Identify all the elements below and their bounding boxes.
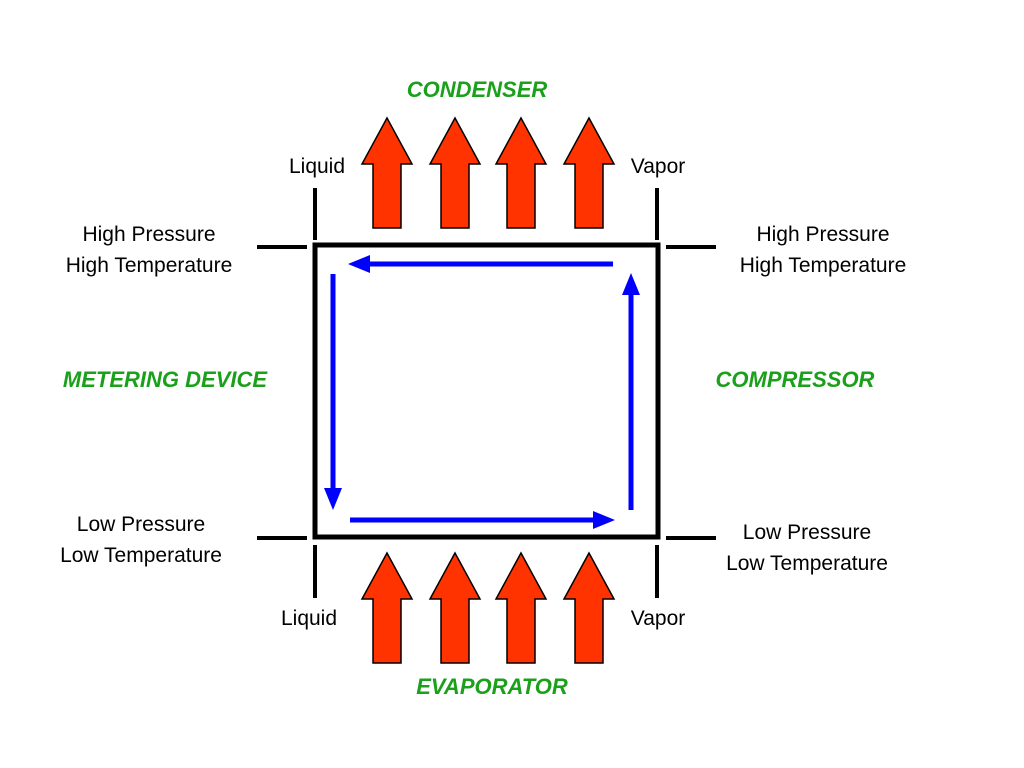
flow-arrow-top-head [348,255,370,273]
condition-upper-right-pressure: High Pressure [756,223,890,246]
condenser-heat-arrows [360,116,616,229]
condition-lower-left-pressure: Low Pressure [76,513,206,536]
condenser-heat-arrow-2 [428,116,482,229]
condenser-heat-arrow-3 [494,116,548,229]
condition-lower-right-pressure: Low Pressure [742,521,872,544]
condition-upper-left-pressure: High Pressure [82,223,216,246]
state-top-right-label: Vapor [630,155,686,178]
state-bottom-left-label: Liquid [280,607,338,630]
evaporator-heat-arrow-3 [494,551,548,664]
condition-upper-left-temperature: High Temperature [65,254,233,277]
condition-lower-right-temperature: Low Temperature [726,552,888,575]
compressor-label: COMPRESSOR [715,367,875,392]
condenser-label: CONDENSER [406,77,548,102]
condition-lower-left: Low Pressure Low Temperature [60,509,222,571]
evaporator-heat-arrow-2 [428,551,482,664]
condition-upper-right: High Pressure High Temperature [740,219,907,281]
condition-upper-right-temperature: High Temperature [739,254,907,277]
flow-arrow-left-head [324,488,342,510]
evaporator-heat-arrow-4 [562,551,616,664]
state-bottom-right-label: Vapor [630,607,686,630]
flow-arrow-right-head [622,273,640,295]
metering-device-label: METERING DEVICE [62,367,268,392]
condition-upper-left: High Pressure High Temperature [66,219,233,281]
condenser-heat-arrow-1 [360,116,414,229]
evaporator-label: EVAPORATOR [416,674,568,699]
state-top-left-label: Liquid [288,155,346,178]
refrigerant-loop-box [312,242,661,540]
flow-arrow-bottom-head [593,511,615,529]
evaporator-heat-arrows [360,551,616,664]
condition-lower-left-temperature: Low Temperature [60,544,222,567]
flow-arrows [324,255,640,529]
condenser-heat-arrow-4 [562,116,616,229]
evaporator-heat-arrow-1 [360,551,414,664]
condition-lower-right: Low Pressure Low Temperature [726,517,888,579]
